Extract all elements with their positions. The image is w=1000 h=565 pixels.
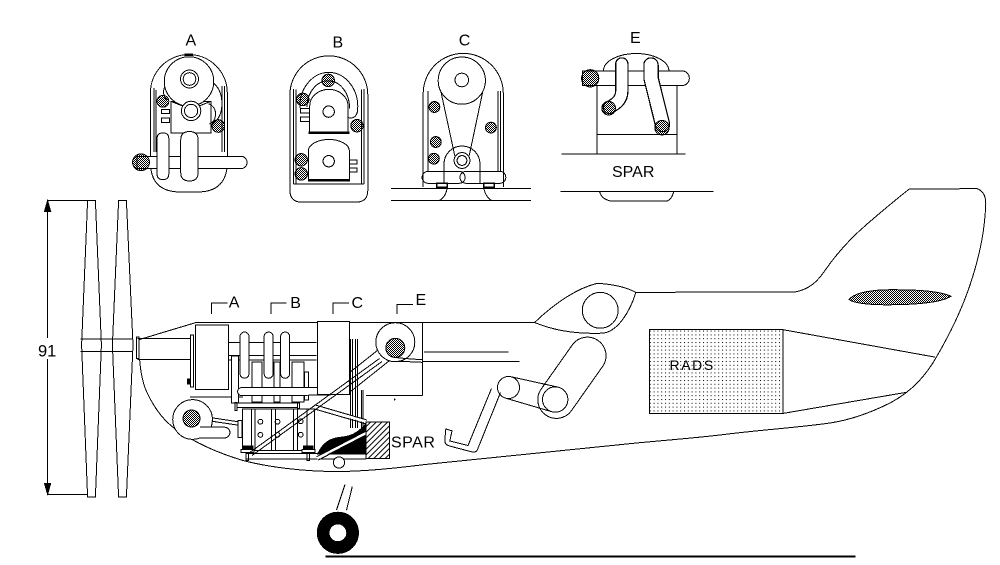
svg-text:C: C [459, 33, 471, 50]
svg-text:SPAR: SPAR [391, 435, 435, 452]
svg-text:SPAR: SPAR [612, 164, 654, 181]
svg-text:A: A [229, 294, 240, 311]
svg-text:A: A [186, 33, 197, 50]
svg-text:RADS: RADS [670, 357, 715, 373]
svg-text:91: 91 [38, 343, 56, 361]
svg-text:B: B [333, 35, 344, 52]
svg-text:B: B [290, 295, 301, 312]
svg-text:E: E [630, 30, 641, 47]
svg-text:E: E [416, 292, 427, 309]
svg-text:C: C [352, 295, 364, 312]
